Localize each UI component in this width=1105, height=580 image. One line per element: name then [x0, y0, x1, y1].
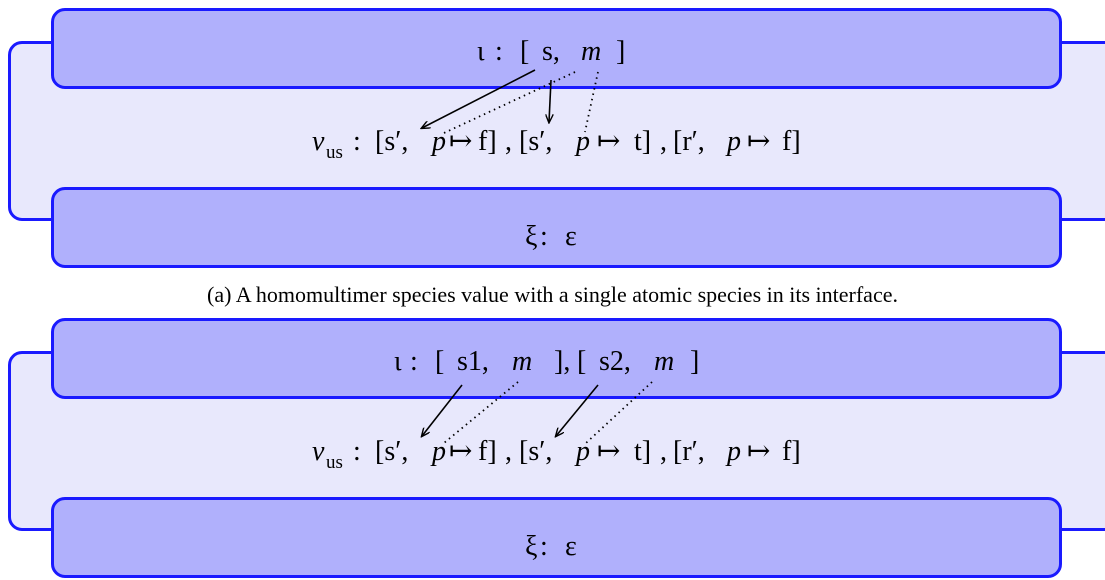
- nu-term-3-species: [r′,: [673, 436, 705, 467]
- iota-site-m-2: m: [654, 346, 674, 377]
- nu-term-3-value: f]: [782, 436, 801, 467]
- nu-term-2-mapsto: ↦: [597, 126, 620, 157]
- iota-colon: :: [410, 346, 418, 377]
- nu-term-2-value: t]: [634, 436, 651, 467]
- xi-value: ε: [565, 531, 577, 562]
- iota-species-s1: s1,: [457, 346, 489, 377]
- iota-site-m-1: m: [512, 346, 532, 377]
- nu-term-3-value: f]: [782, 126, 801, 157]
- nu-term-1-site: p: [430, 126, 446, 157]
- link-s-to-term-1: [422, 69, 536, 128]
- iota-species-s: s,: [542, 36, 560, 67]
- link-m2-to-site-2: [585, 381, 653, 444]
- link-s1-to-term-1: [422, 384, 463, 436]
- xi-bar: [51, 187, 1062, 268]
- nu-term-2-species: [s′,: [519, 436, 552, 467]
- xi-bar: [51, 497, 1062, 578]
- nu-term-3-mapsto: ↦: [747, 126, 770, 157]
- iota-bar: [51, 8, 1062, 89]
- nu-term-3-site: p: [725, 436, 741, 467]
- nu-term-1-mapsto: ↦: [449, 436, 472, 467]
- iota-site-m: m: [581, 36, 601, 67]
- nu-term-2-species: [s′,: [519, 126, 552, 157]
- nu-symbol: v: [312, 436, 325, 467]
- nu-symbol: v: [312, 126, 325, 157]
- figure-b: ι : [ s1, m ], [ s2, m ] v us : [s′, p ↦…: [0, 310, 1105, 580]
- svg-text:,: ,: [660, 126, 667, 157]
- nu-subscript: us: [326, 142, 343, 163]
- xi-colon: :: [540, 531, 548, 562]
- caption-a: (a) A homomultimer species value with a …: [207, 282, 898, 307]
- xi-symbol: ξ: [525, 531, 537, 562]
- nu-term-1-site: p: [430, 436, 446, 467]
- svg-text:,: ,: [660, 436, 667, 467]
- xi-value: ε: [565, 221, 577, 252]
- svg-text:,: ,: [505, 436, 512, 467]
- iota-bar: [51, 318, 1062, 399]
- nu-term-2-mapsto: ↦: [597, 436, 620, 467]
- iota-bracket-close: ]: [616, 36, 625, 67]
- xi-colon: :: [540, 221, 548, 252]
- iota-bracket-open-1: [: [435, 346, 444, 377]
- nu-term-3-mapsto: ↦: [747, 436, 770, 467]
- diagram-layer-a: ι : [ s, m ] v us : [s′, p ↦ f] , [s′, p…: [312, 36, 801, 252]
- iota-bracket-open-2: [: [577, 346, 586, 377]
- link-s2-to-term-2: [556, 384, 599, 436]
- nu-term-3-site: p: [725, 126, 741, 157]
- nu-term-1-species: [s′,: [375, 126, 408, 157]
- xi-symbol: ξ: [525, 221, 537, 252]
- nu-term-2-site: p: [574, 436, 590, 467]
- nu-term-1-mapsto: ↦: [449, 126, 472, 157]
- iota-symbol: ι: [477, 36, 485, 67]
- link-s-to-term-2: [549, 79, 551, 122]
- nu-term-2-value: t]: [634, 126, 651, 157]
- iota-bracket-close-1: ],: [554, 346, 570, 377]
- nu-subscript: us: [326, 452, 343, 473]
- nu-term-3-species: [r′,: [673, 126, 705, 157]
- iota-symbol: ι: [394, 346, 402, 377]
- nu-term-1-value: f]: [478, 126, 497, 157]
- iota-species-s2: s2,: [599, 346, 631, 377]
- nu-colon: :: [353, 436, 361, 467]
- nu-colon: :: [353, 126, 361, 157]
- svg-text:,: ,: [505, 126, 512, 157]
- iota-colon: :: [495, 36, 503, 67]
- nu-term-1-value: f]: [478, 436, 497, 467]
- iota-bracket-close-2: ]: [690, 346, 699, 377]
- nu-term-2-site: p: [574, 126, 590, 157]
- link-m1-to-site-1: [443, 381, 519, 444]
- link-m-to-site-2: [584, 71, 599, 133]
- iota-bracket-open: [: [520, 36, 529, 67]
- figure-a: ι : [ s, m ] v us : [s′, p ↦ f] , [s′, p…: [0, 0, 1105, 307]
- nu-term-1-species: [s′,: [375, 436, 408, 467]
- diagram-layer-b: ι : [ s1, m ], [ s2, m ] v us : [s′, p ↦…: [312, 346, 801, 562]
- link-m-to-site-1: [443, 71, 576, 134]
